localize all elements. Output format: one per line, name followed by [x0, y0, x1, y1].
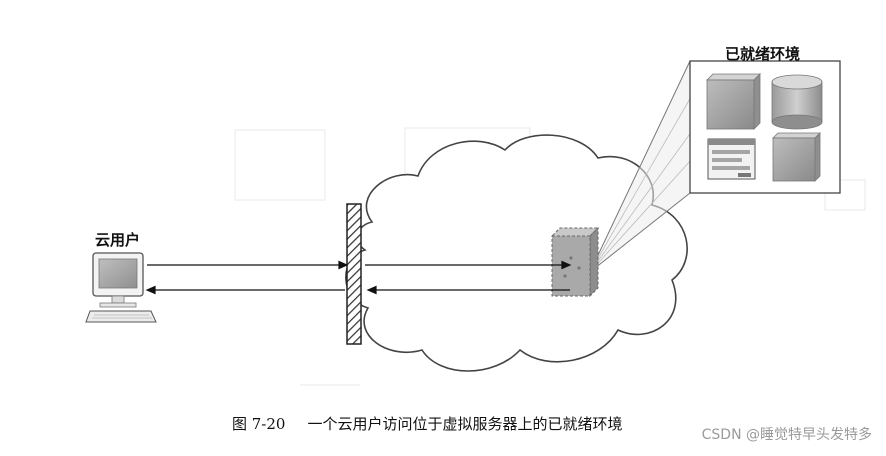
figure-caption-text: 一个云用户访问位于虚拟服务器上的已就绪环境	[307, 415, 623, 433]
firewall-icon	[346, 203, 362, 345]
cloud-icon	[345, 134, 688, 372]
database-cylinder-icon	[771, 74, 823, 130]
ready-environment-label: 已就绪环境	[725, 45, 801, 63]
projection-cone	[589, 60, 701, 273]
application-window-icon	[707, 138, 756, 180]
cloud-user-label: 云用户	[95, 231, 141, 249]
connection-arrows	[145, 260, 572, 295]
figure-number: 图 7-20	[232, 415, 286, 433]
ready-environment-panel	[689, 60, 841, 194]
server-cube-icon	[706, 73, 761, 130]
virtual-server-icon	[550, 226, 600, 298]
storage-cube-icon	[772, 132, 821, 182]
watermark: CSDN @睡觉特早头发特多	[701, 427, 872, 443]
figure-caption: 图 7-20 一个云用户访问位于虚拟服务器上的已就绪环境	[232, 413, 622, 434]
computer-icon	[85, 252, 157, 323]
